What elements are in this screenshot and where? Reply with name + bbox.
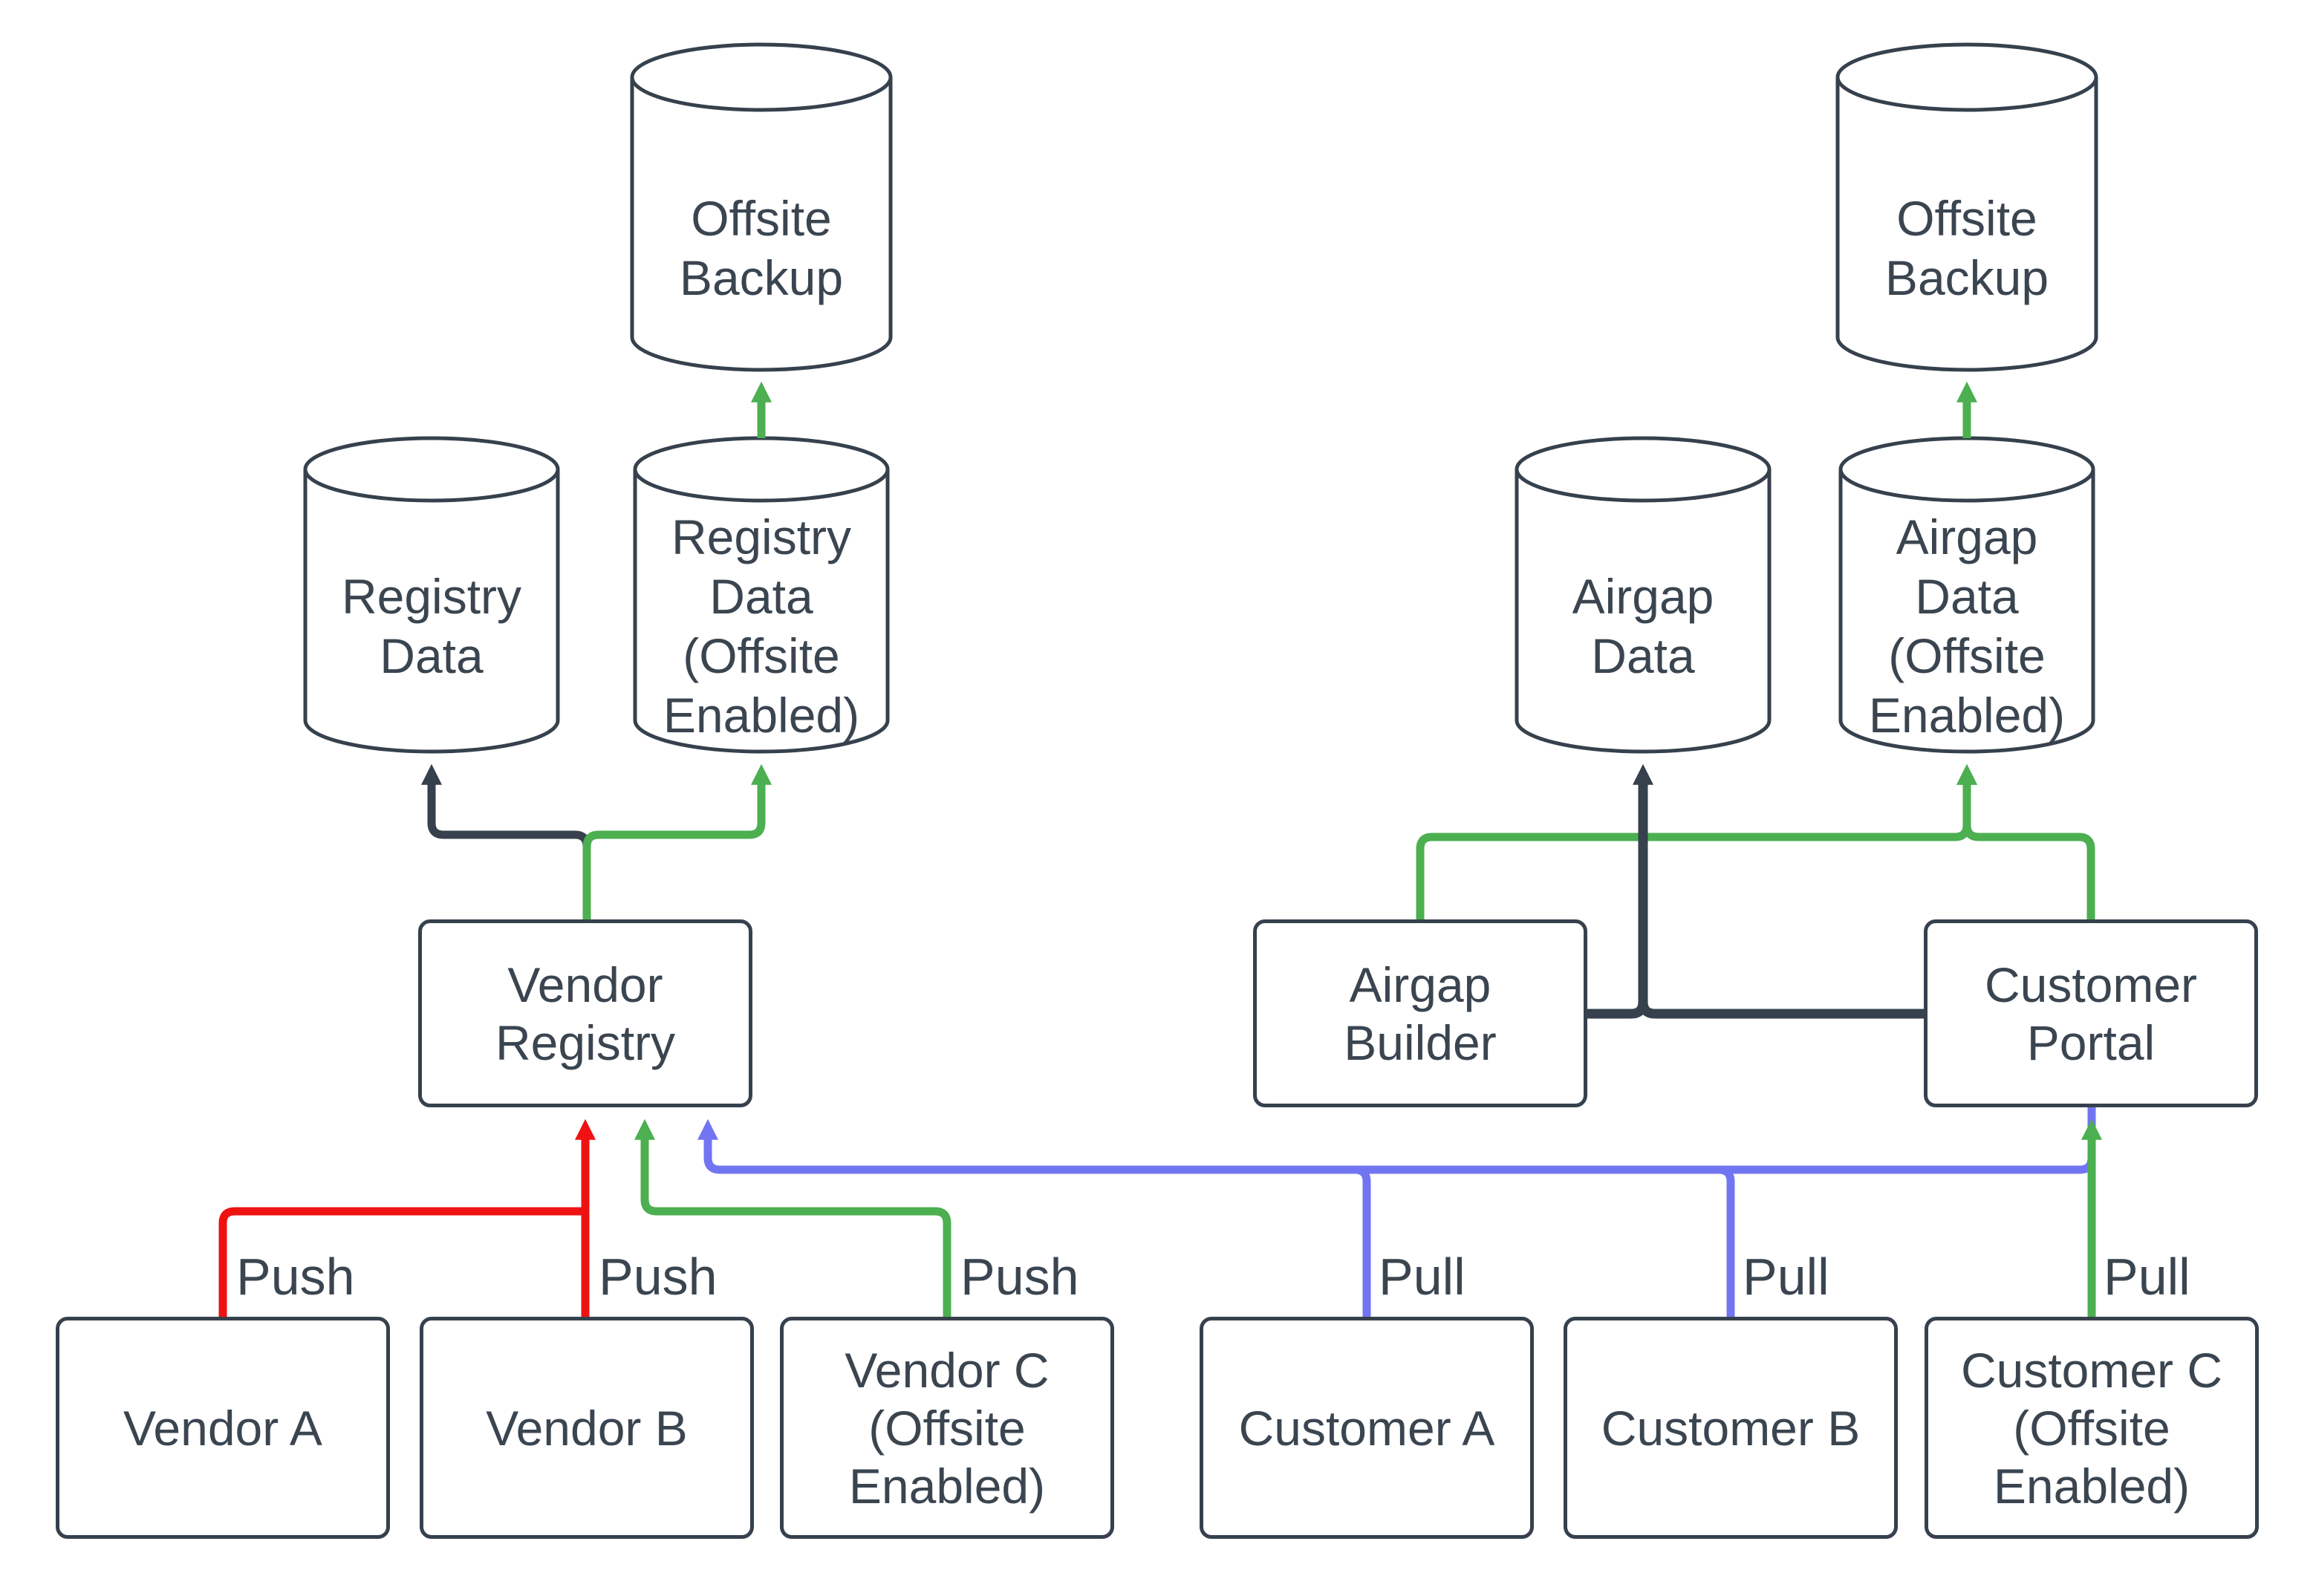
node-vendor-registry-label: Vendor Registry xyxy=(495,957,676,1070)
node-vendor-b: Vendor B xyxy=(420,1317,754,1539)
edge-customer-portal-to-airgap-data xyxy=(1638,783,1924,1019)
edge-vendor-registry-to-registry-data-offsite xyxy=(582,763,772,919)
edge-label-pull-customer-a: Pull xyxy=(1379,1248,1465,1306)
node-vendor-b-label: Vendor B xyxy=(486,1400,688,1456)
node-customer-c-label: Customer C (Offsite Enabled) xyxy=(1960,1342,2223,1514)
cylinder-registry-data-offsite xyxy=(633,436,890,754)
node-airgap-builder: Airgap Builder xyxy=(1253,919,1587,1107)
edge-label-push-vendor-a: Push xyxy=(236,1248,355,1306)
node-vendor-registry: Vendor Registry xyxy=(418,919,752,1107)
edge-customer-portal-to-airgap-data-offsite xyxy=(1956,763,2095,919)
cylinder-registry-data xyxy=(303,436,560,754)
cylinder-offsite-backup-right xyxy=(1835,42,2098,372)
edge-label-pull-customer-b: Pull xyxy=(1743,1248,1829,1306)
node-vendor-a: Vendor A xyxy=(56,1317,390,1539)
node-customer-a-label: Customer A xyxy=(1238,1400,1495,1456)
cylinder-airgap-data xyxy=(1515,436,1772,754)
node-customer-portal-label: Customer Portal xyxy=(1984,957,2198,1070)
edge-vendor-registry-to-registry-data xyxy=(421,763,591,919)
edge-vendor-a-to-vendor-registry xyxy=(218,1207,585,1317)
node-airgap-builder-label: Airgap Builder xyxy=(1344,957,1497,1070)
edge-customer-a-to-vendor-registry xyxy=(697,1118,1371,1317)
edge-customer-b-to-vendor-registry xyxy=(720,1165,1735,1317)
node-vendor-a-label: Vendor A xyxy=(123,1400,322,1456)
edge-airgap-builder-to-airgap-data xyxy=(1587,763,1653,1019)
node-vendor-c: Vendor C (Offsite Enabled) xyxy=(780,1317,1114,1539)
node-customer-a: Customer A xyxy=(1200,1317,1534,1539)
node-vendor-c-label: Vendor C (Offsite Enabled) xyxy=(845,1342,1050,1514)
node-customer-c: Customer C (Offsite Enabled) xyxy=(1925,1317,2259,1539)
edge-customer-portal-to-vendor-registry xyxy=(720,1107,2096,1174)
node-customer-b-label: Customer B xyxy=(1601,1400,1861,1456)
edge-label-push-vendor-c: Push xyxy=(960,1248,1079,1306)
cylinder-offsite-backup-left xyxy=(630,42,893,372)
node-customer-b: Customer B xyxy=(1564,1317,1898,1539)
cylinder-airgap-data-offsite xyxy=(1838,436,2095,754)
edge-vendor-c-to-vendor-registry xyxy=(634,1118,951,1317)
node-customer-portal: Customer Portal xyxy=(1924,919,2258,1107)
edge-airgap-builder-to-airgap-data-offsite xyxy=(1416,763,1977,919)
edge-label-push-vendor-b: Push xyxy=(599,1248,718,1306)
edge-label-pull-customer-c: Pull xyxy=(2104,1248,2190,1306)
